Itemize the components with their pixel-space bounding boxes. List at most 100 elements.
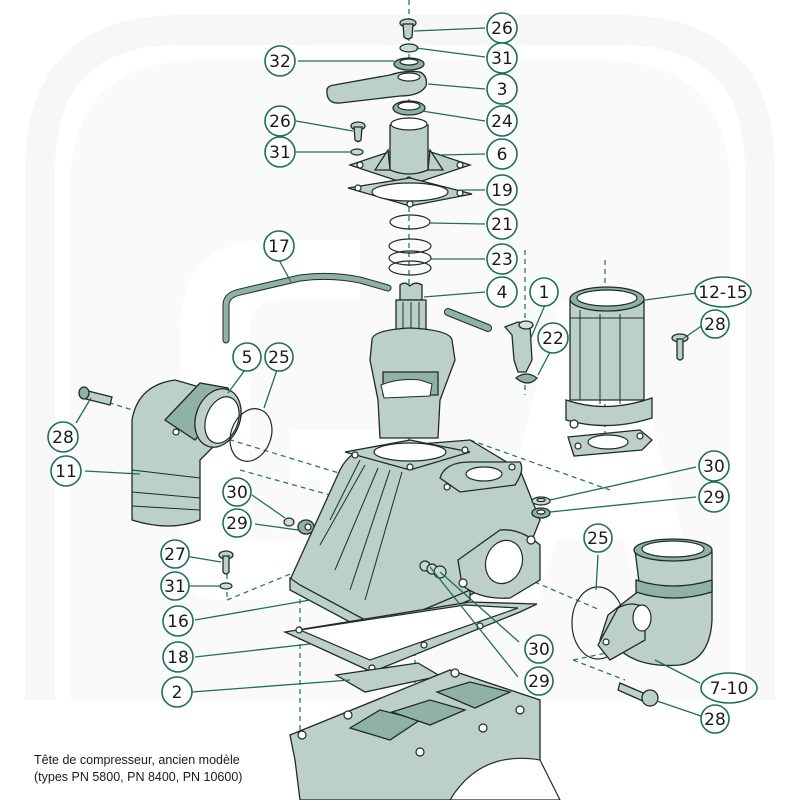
callout-label: 29 [528,672,550,692]
callout-4[interactable]: 4 [486,276,518,308]
crankcase-base [289,668,561,800]
part-21-seal [389,214,431,230]
callout-label: 27 [164,545,186,565]
part-24-bushing [392,100,426,116]
callout-3[interactable]: 3 [486,73,518,105]
callout-29-body[interactable]: 29 [524,666,554,696]
callout-label: 25 [268,348,290,368]
part-32-ring [393,57,425,71]
callout-label: 19 [491,181,513,201]
part-3-lever [326,70,428,104]
callout-23[interactable]: 23 [486,243,518,275]
part-25-oring-left [229,408,273,462]
callout-label: 5 [242,348,253,368]
diagram-caption: Tête de compresseur, ancien modèle (type… [34,752,242,786]
part-29-nut-right [531,507,551,519]
callout-label: 30 [528,640,550,660]
callout-24[interactable]: 24 [486,105,518,137]
part-23-rings [388,238,432,276]
callout-12-15[interactable]: 12-15 [694,276,752,308]
callout-label: 11 [55,462,77,482]
callout-label: 18 [167,648,189,668]
part-26-bolt-side [350,121,366,143]
callout-19[interactable]: 19 [486,174,518,206]
callout-label: 31 [269,143,291,163]
part-4-valve [369,282,456,439]
callout-label: 29 [703,488,725,508]
part-28-bolt-bottom [617,682,659,707]
callout-30-left[interactable]: 30 [222,477,252,507]
part-26-bolt-top [399,18,417,40]
part-19-gasket [347,177,473,208]
callout-label: 16 [167,612,189,632]
part-16-cylinder-head [289,439,541,639]
callout-label: 26 [491,19,513,39]
caption-subtitle: (types PN 5800, PN 8400, PN 10600) [34,770,243,784]
callout-31-side[interactable]: 31 [264,136,296,168]
callout-21[interactable]: 21 [486,208,518,240]
callout-label: 31 [164,577,186,597]
part-1-valve-fitting [503,320,534,373]
callout-27[interactable]: 27 [160,539,190,569]
callout-6[interactable]: 6 [486,138,518,170]
callout-label: 17 [268,237,290,257]
part-27-bolt [218,550,234,575]
callout-label: 6 [497,145,508,165]
callout-label: 32 [269,52,291,72]
leader-lines [75,27,704,717]
part-30-washer-left [283,517,295,527]
part-28-bolt-left [78,386,113,406]
callout-28-right[interactable]: 28 [700,309,730,339]
caption-title: Tête de compresseur, ancien modèle [34,753,240,767]
callout-label: 12-15 [698,283,747,303]
callout-label: 28 [704,315,726,335]
part-28-bolt-right [671,333,689,361]
callout-16[interactable]: 16 [162,605,194,637]
callout-label: 7-10 [710,679,749,699]
callout-29-left[interactable]: 29 [222,508,252,538]
callout-28-bottom[interactable]: 28 [700,704,730,734]
part-18-gasket [282,601,538,673]
callout-label: 30 [226,483,248,503]
callout-label: 22 [542,329,564,349]
callout-1[interactable]: 1 [529,277,559,307]
callout-label: 28 [704,710,726,730]
callout-32[interactable]: 32 [264,45,296,77]
callout-30-body[interactable]: 30 [524,634,554,664]
part-30-washer-right [531,496,551,506]
callout-label: 23 [491,250,513,270]
callout-5[interactable]: 5 [232,342,262,372]
callout-31-low[interactable]: 31 [160,571,190,601]
callout-22[interactable]: 22 [537,322,569,354]
callout-28-left[interactable]: 28 [47,421,79,453]
callout-17[interactable]: 17 [263,230,295,262]
callout-label: 26 [269,112,291,132]
part-22-cap [514,373,538,384]
callout-18[interactable]: 18 [162,641,194,673]
callout-label: 30 [703,457,725,477]
callout-label: 24 [491,112,513,132]
callout-26-side[interactable]: 26 [264,105,296,137]
callout-26-top[interactable]: 26 [486,12,518,44]
callout-label: 1 [539,283,550,303]
callout-30-right[interactable]: 30 [698,450,730,482]
callout-label: 4 [497,283,508,303]
part-12-15-cylinder [565,286,653,457]
callout-31-top[interactable]: 31 [486,42,518,74]
callout-label: 28 [52,428,74,448]
callout-label: 29 [226,514,248,534]
callout-25-left[interactable]: 25 [264,342,294,372]
callout-label: 2 [172,683,183,703]
callout-7-10[interactable]: 7-10 [700,672,758,704]
callout-29-right[interactable]: 29 [698,481,730,513]
callout-label: 31 [491,49,513,69]
callout-11[interactable]: 11 [50,455,82,487]
callout-label: 3 [497,80,508,100]
callout-2[interactable]: 2 [161,676,193,708]
callout-label: 25 [587,529,609,549]
part-7-10-elbow [597,538,713,667]
callout-25-right[interactable]: 25 [583,523,613,553]
